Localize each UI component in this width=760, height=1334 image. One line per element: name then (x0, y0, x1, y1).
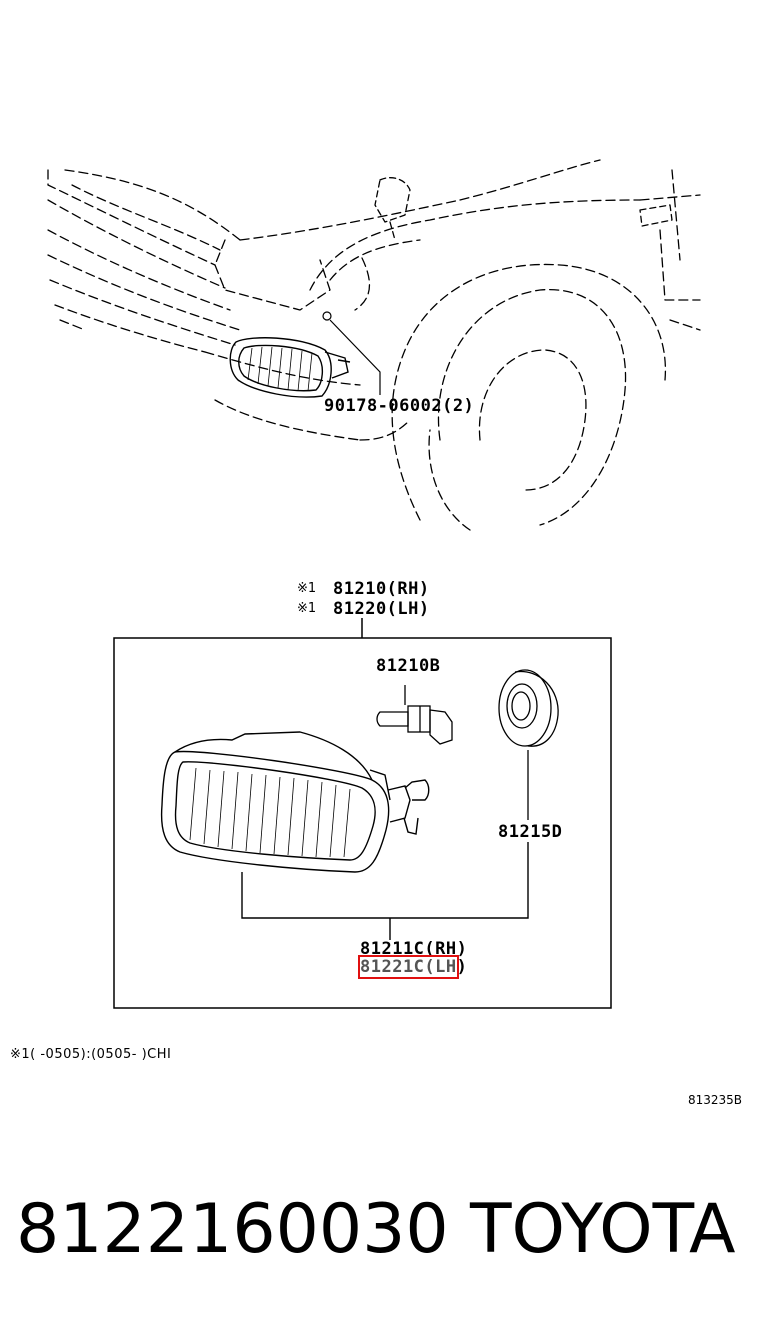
brand-name: TOYOTA (470, 1190, 736, 1269)
part-number-title: 8122160030 (16, 1190, 449, 1269)
unit-lh-close-paren: ) (456, 957, 468, 977)
socket-part-number: 81215D (498, 822, 563, 842)
assembly-box (113, 618, 612, 1009)
vehicle-illustration (47, 159, 701, 531)
footnote: ※1( -0505):(0505- )CHI (10, 1047, 172, 1062)
bulb-part-number: 81210B (376, 656, 441, 676)
screw-callout (322, 311, 381, 395)
bulb-drawing (376, 685, 453, 745)
assy-rh-part-number: 81210(RH) (333, 579, 430, 599)
unit-rh-part-number: 81211C(RH) (360, 939, 468, 959)
socket-drawing (498, 669, 559, 820)
unit-bracket-lines (241, 842, 529, 940)
figure-code: 813235B (688, 1093, 743, 1107)
unit-lh-row: 81221C(LH) (358, 955, 468, 979)
unit-lh-highlighted-part[interactable]: 81221C(LH (358, 955, 459, 979)
assy-rh-mark: ※1 (297, 581, 317, 596)
assy-lh-mark: ※1 (297, 601, 317, 616)
lamp-unit-drawing (160, 731, 430, 873)
assy-lh-part-number: 81220(LH) (333, 599, 430, 619)
screw-part-number: 90178-06002(2) (324, 396, 475, 416)
fog-lamp-in-vehicle (229, 337, 351, 398)
